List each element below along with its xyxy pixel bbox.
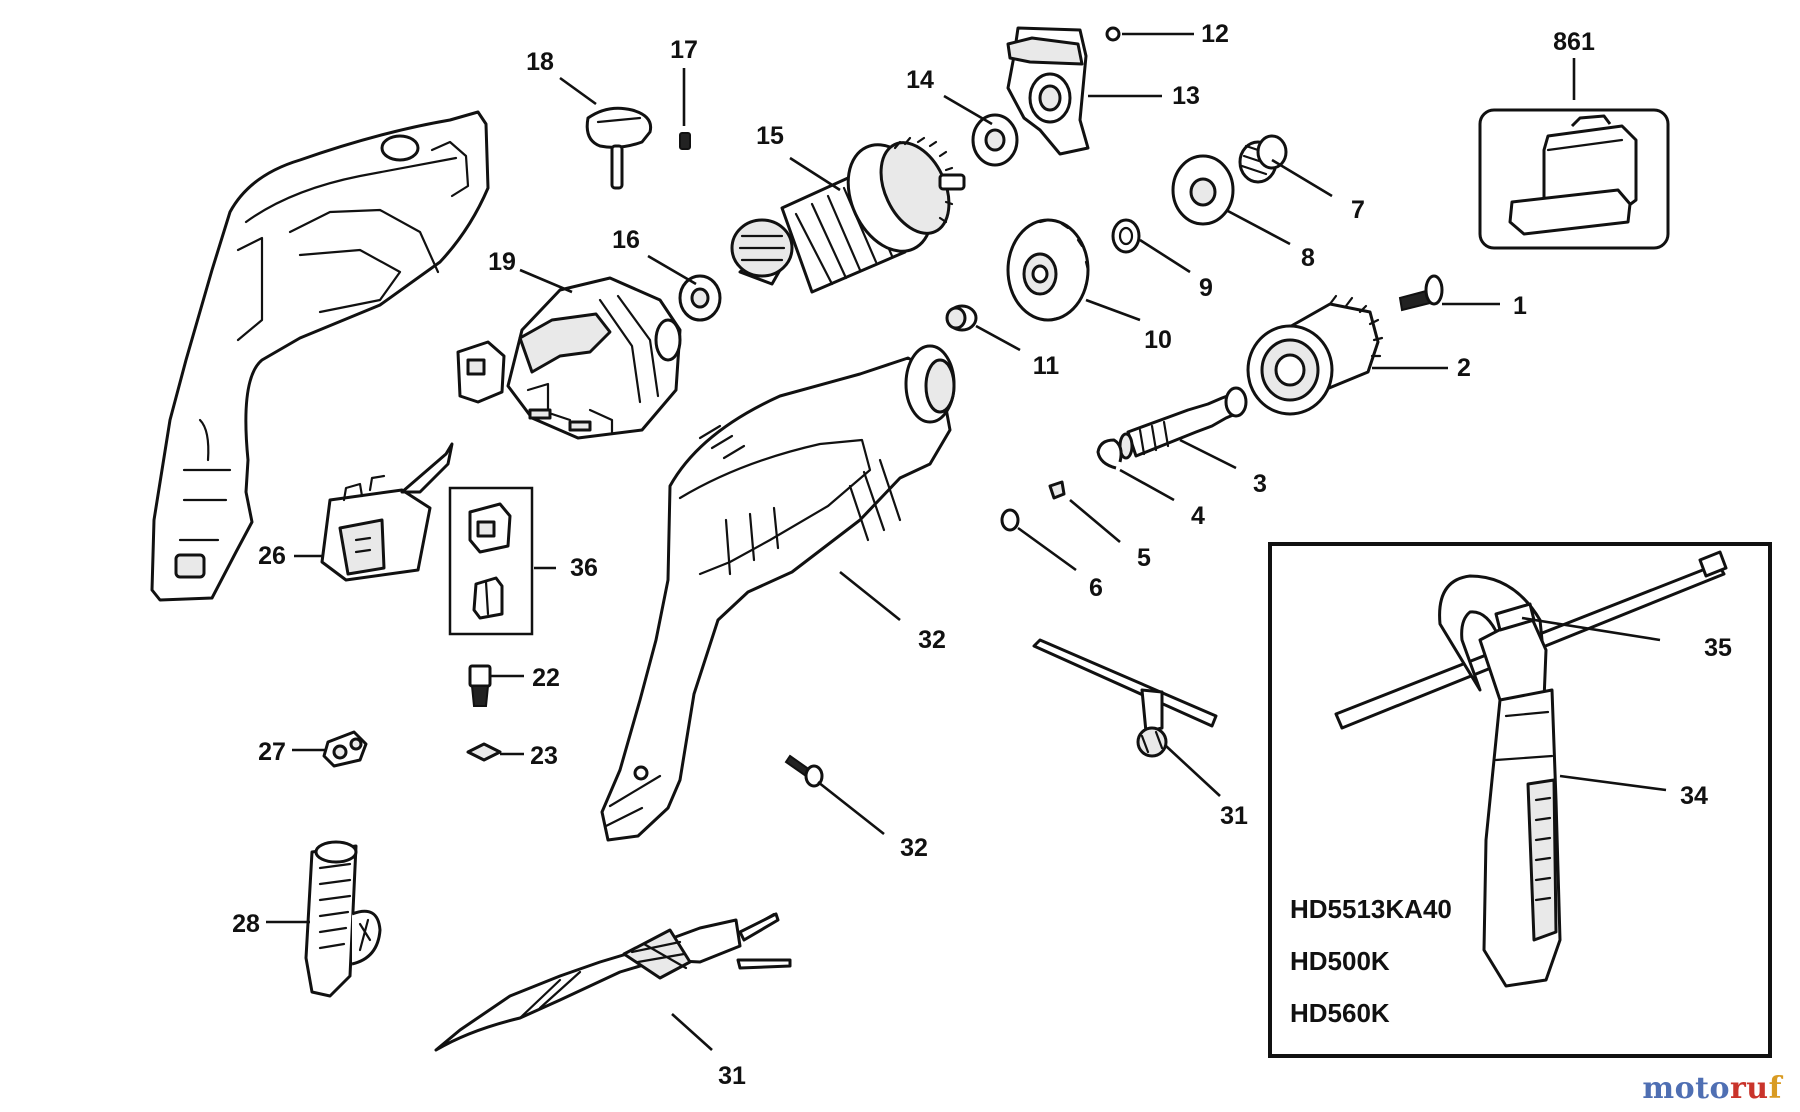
screw-drawing	[784, 754, 824, 788]
label-part-10: 10	[1144, 326, 1172, 354]
switch-drawing	[320, 442, 454, 582]
label-part-22: 22	[532, 664, 560, 692]
label-part-14: 14	[906, 66, 934, 94]
knob-drawing	[585, 106, 653, 190]
label-part-16: 16	[612, 226, 640, 254]
key-5-drawing	[1048, 480, 1066, 500]
callout-labels: 12 13 14 15 17 18 16 19 861 7 8 9 10 11 …	[232, 20, 1732, 1090]
connector-drawing	[456, 340, 506, 404]
label-part-5: 5	[1137, 544, 1151, 572]
ring-6-drawing	[1000, 508, 1020, 532]
watermark-part-1: moto	[1642, 1071, 1730, 1106]
carbon-brush-drawing	[468, 664, 492, 707]
retaining-ring-4-drawing	[1096, 438, 1123, 470]
watermark-part-3: f	[1768, 1071, 1782, 1106]
model-code-3: HD560K	[1290, 998, 1390, 1028]
brush-plate-drawing	[466, 742, 502, 762]
carry-case-drawing	[1478, 108, 1670, 250]
model-code-1: HD5513KA40	[1290, 894, 1452, 924]
model-code-2: HD500K	[1290, 946, 1390, 976]
label-part-1: 1	[1513, 292, 1527, 320]
set-screw-drawing	[679, 132, 691, 150]
label-part-12: 12	[1201, 20, 1229, 48]
drill-housing-drawing	[600, 344, 956, 842]
label-part-36: 36	[570, 554, 598, 582]
site-watermark: motoruf	[1642, 1071, 1782, 1106]
label-part-35: 35	[1704, 634, 1732, 662]
housing-left-half-drawing	[150, 110, 490, 602]
label-part-15: 15	[756, 122, 784, 150]
label-part-26: 28	[232, 910, 260, 938]
bearing-bracket-drawing	[1006, 26, 1090, 156]
watermark-part-2: ru	[1729, 1071, 1769, 1106]
power-cord-drawing	[434, 912, 792, 1052]
cord-clamp-drawing	[322, 730, 368, 768]
bearing-16-drawing	[678, 274, 722, 322]
label-part-34: 34	[1680, 782, 1708, 810]
bushing-11-drawing	[945, 304, 978, 332]
label-part-31: 31	[1220, 802, 1248, 830]
spindle-drawing	[1118, 386, 1248, 460]
label-part-25: 27	[258, 738, 286, 766]
label-part-7: 7	[1351, 196, 1365, 224]
chuck-drawing	[1246, 294, 1384, 416]
chuck-key-drawing	[1032, 638, 1218, 758]
label-part-3: 3	[1253, 470, 1267, 498]
label-part-11: 11	[1033, 352, 1060, 380]
label-part-9: 9	[1199, 274, 1213, 302]
label-part-27: 31	[718, 1062, 746, 1090]
label-part-861: 861	[1553, 28, 1595, 56]
bearing-8-drawing	[1171, 154, 1235, 226]
spring-drawing	[1238, 134, 1288, 184]
label-part-4: 4	[1191, 502, 1205, 530]
label-part-6: 6	[1089, 574, 1103, 602]
label-part-2: 2	[1457, 354, 1471, 382]
steel-ball-drawing	[1105, 26, 1121, 42]
model-codes: HD5513KA40 HD500K HD560K	[1290, 894, 1452, 1028]
leader-lines	[266, 32, 1667, 1051]
label-part-32: 32	[918, 626, 946, 654]
label-part-13: 13	[1172, 82, 1200, 110]
label-part-17: 17	[670, 36, 698, 64]
gear-10-drawing	[1006, 218, 1090, 322]
chuck-screw-drawing	[1398, 274, 1444, 312]
label-part-19: 19	[488, 248, 516, 276]
label-part-8: 8	[1301, 244, 1315, 272]
label-part-18: 18	[526, 48, 554, 76]
brush-holder-kit-drawing	[448, 486, 534, 636]
label-part-28: 32	[900, 834, 928, 862]
side-handle-box	[1268, 542, 1772, 1058]
label-part-23: 23	[530, 742, 558, 770]
cord-guard-drawing	[304, 840, 382, 998]
bearing-14-drawing	[971, 113, 1019, 167]
label-part-24: 26	[258, 542, 286, 570]
field-stator-drawing	[506, 276, 682, 440]
washer-9-drawing	[1111, 218, 1141, 254]
armature-drawing	[730, 136, 966, 294]
